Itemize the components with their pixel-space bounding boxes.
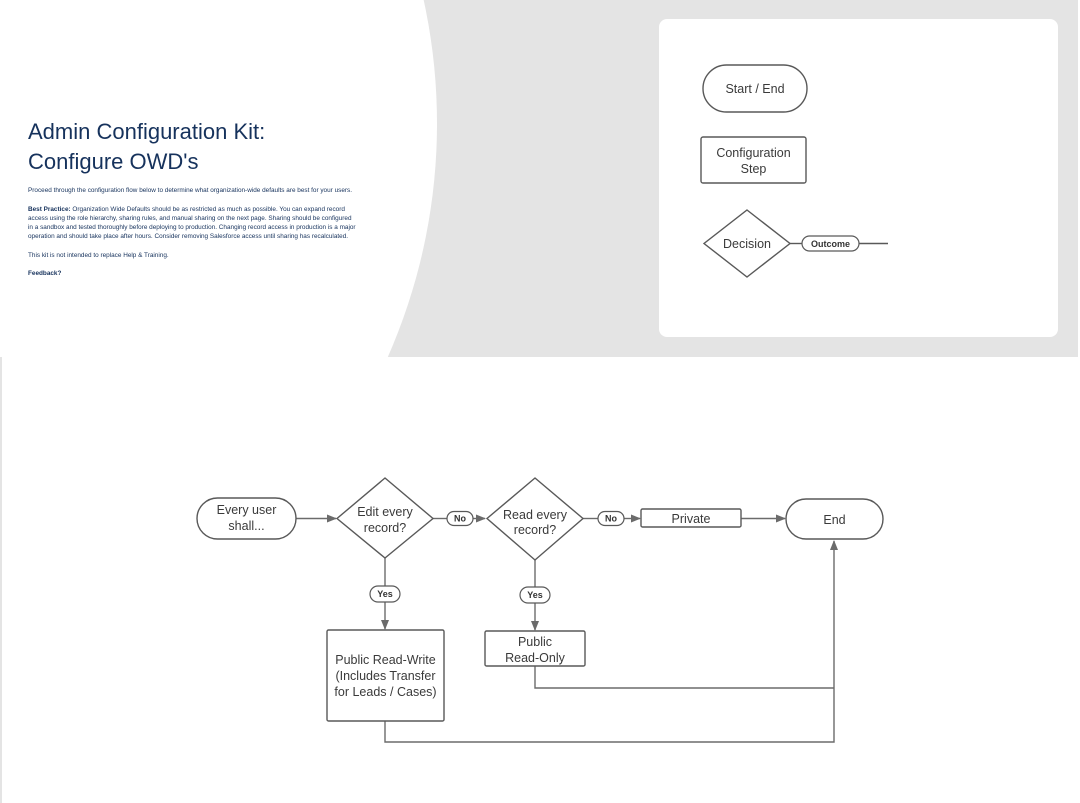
end-node: End: [785, 498, 884, 540]
private-node-label: Private: [672, 512, 711, 526]
public-read-only-label-1: Public: [518, 635, 552, 649]
yes-pill-2: [519, 586, 551, 604]
connector-public-ro-to-end: [534, 666, 834, 689]
best-practice-label: Best Practice:: [28, 205, 71, 213]
end-node-shape: [785, 498, 884, 540]
legend-config-step: Configuration Step: [700, 136, 807, 184]
no-pill-2: [597, 510, 625, 527]
edit-decision-label-1: Edit every: [357, 505, 413, 519]
start-node: Every user shall...: [196, 497, 297, 540]
connector-public-rw-to-end: [384, 540, 838, 743]
legend-start-end-shape: [702, 64, 808, 113]
start-node-label-1: Every user: [217, 503, 277, 517]
public-read-write-label-2: (Includes Transfer: [335, 669, 435, 683]
yes-pill-1: [369, 585, 401, 603]
no-label-1: No: [446, 510, 474, 527]
legend-outcome-label: Outcome: [811, 239, 850, 249]
no-pill-1-text: No: [454, 514, 466, 524]
edit-decision-label-2: record?: [364, 521, 406, 535]
page-left-border: [0, 0, 2, 803]
public-read-write-label-1: Public Read-Write: [335, 653, 436, 667]
read-decision-shape: [485, 477, 585, 561]
edit-decision: Edit every record?: [335, 477, 435, 559]
owd-flowchart: Every user shall... Edit every record? N…: [196, 477, 884, 743]
best-practice-text: Organization Wide Defaults should be as …: [28, 205, 356, 240]
page-title-line-2: Configure OWD's: [28, 149, 199, 174]
legend-decision: Decision Outcome: [702, 209, 888, 278]
best-practice-paragraph: Best Practice: Organization Wide Default…: [28, 206, 358, 242]
public-read-only-node: Public Read-Only: [484, 630, 586, 667]
legend-config-step-shape: [700, 136, 807, 184]
edit-decision-shape: [335, 477, 435, 559]
page-title-line-1: Admin Configuration Kit:: [28, 119, 266, 144]
read-decision-label-2: record?: [514, 523, 556, 537]
legend-diagram: Start / End Configuration Step Decision …: [700, 64, 888, 278]
private-node-shape: [640, 508, 742, 528]
hero-white-curve: [0, 0, 437, 357]
legend-start-end: Start / End: [702, 64, 808, 113]
public-read-write-node: Public Read-Write (Includes Transfer for…: [326, 629, 445, 722]
no-label-2: No: [597, 510, 625, 527]
public-read-write-shape: [326, 629, 445, 722]
no-pill-2-text: No: [605, 514, 617, 524]
legend-config-step-label-1: Configuration: [716, 146, 790, 160]
legend-config-step-label-2: Step: [741, 162, 767, 176]
legend-decision-shape: [702, 209, 792, 278]
page-title: Admin Configuration Kit: Configure OWD's: [28, 117, 358, 177]
private-node: Private: [640, 508, 742, 528]
public-read-only-shape: [484, 630, 586, 667]
read-decision-label-1: Read every: [503, 508, 568, 522]
yes-label-2: Yes: [519, 586, 551, 604]
end-node-label: End: [823, 513, 845, 527]
feedback-link[interactable]: Feedback?: [28, 270, 62, 278]
yes-pill-1-text: Yes: [377, 589, 393, 599]
public-read-write-label-3: for Leads / Cases): [334, 685, 436, 699]
hero-text: Admin Configuration Kit: Configure OWD's…: [28, 117, 358, 289]
yes-pill-2-text: Yes: [527, 590, 543, 600]
flow-connectors: [296, 514, 838, 743]
yes-label-1: Yes: [369, 585, 401, 603]
no-pill-1: [446, 510, 474, 527]
disclaimer-text: This kit is not intended to replace Help…: [28, 251, 169, 259]
public-read-only-label-2: Read-Only: [505, 651, 565, 665]
start-node-shape: [196, 497, 297, 540]
legend-decision-label: Decision: [723, 237, 771, 251]
hero-banner: Admin Configuration Kit: Configure OWD's…: [0, 0, 1078, 357]
legend-card: Start / End Configuration Step Decision …: [659, 19, 1058, 337]
start-node-label-2: shall...: [228, 519, 264, 533]
legend-start-end-label: Start / End: [725, 82, 784, 96]
read-decision: Read every record?: [485, 477, 585, 561]
intro-text: Proceed through the configuration flow b…: [28, 187, 352, 194]
